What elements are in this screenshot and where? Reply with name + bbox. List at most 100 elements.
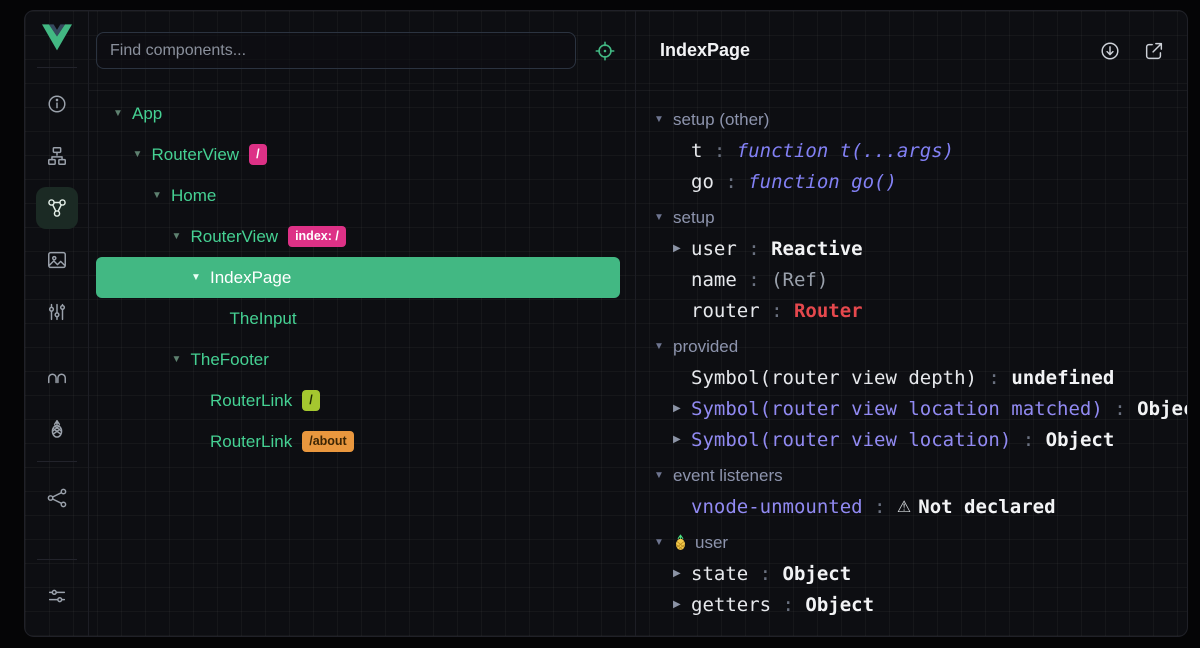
property-key: Symbol(router view location) bbox=[691, 429, 1011, 451]
property-row[interactable]: ▶getters : Object bbox=[636, 589, 1187, 620]
property-row[interactable]: ▶user : Reactive bbox=[636, 233, 1187, 264]
components-graph-icon[interactable] bbox=[36, 187, 78, 229]
property-row: name : (Ref) bbox=[636, 264, 1187, 295]
key-value-separator: : bbox=[748, 563, 782, 585]
inspector-section: ▼setup▶user : Reactivename : (Ref)router… bbox=[636, 202, 1187, 326]
vue-devtools-app: ▼App▼RouterView/▼Home▼RouterViewindex: /… bbox=[24, 10, 1188, 637]
key-value-separator: : bbox=[737, 269, 771, 291]
key-value-separator: : bbox=[1011, 429, 1045, 451]
components-tree-icon[interactable] bbox=[36, 135, 78, 177]
route-badge: / bbox=[249, 144, 266, 165]
expand-arrow-icon[interactable]: ▼ bbox=[191, 272, 210, 283]
scroll-down-icon[interactable] bbox=[1097, 38, 1123, 64]
expand-arrow-icon[interactable]: ▶ bbox=[673, 243, 691, 254]
search-box[interactable] bbox=[96, 32, 576, 69]
route-badge: / bbox=[302, 390, 319, 411]
inspect-target-icon[interactable] bbox=[586, 32, 624, 70]
expand-arrow-icon[interactable]: ▼ bbox=[172, 354, 191, 365]
expand-arrow-icon[interactable]: ▼ bbox=[133, 149, 152, 160]
inspector-title: IndexPage bbox=[660, 40, 750, 61]
property-key: Symbol(router view depth) bbox=[691, 367, 977, 389]
timeline-sliders-icon[interactable] bbox=[36, 291, 78, 333]
section-header[interactable]: ▼setup (other) bbox=[636, 104, 1187, 135]
section-label: user bbox=[695, 533, 728, 553]
route-badge: /about bbox=[302, 431, 354, 452]
pinia-icon[interactable] bbox=[36, 408, 78, 450]
property-value: undefined bbox=[1011, 367, 1114, 389]
property-row[interactable]: ▶Symbol(router view location) : Object bbox=[636, 424, 1187, 455]
component-node-theinput[interactable]: TheInput bbox=[96, 298, 620, 339]
inspector-section: ▼user▶state : Object▶getters : Object bbox=[636, 527, 1187, 620]
hooks-icon[interactable] bbox=[36, 356, 78, 398]
property-row: Symbol(router view depth) : undefined bbox=[636, 362, 1187, 393]
key-value-separator: : bbox=[702, 140, 736, 162]
component-node-routerlink[interactable]: RouterLink/about bbox=[96, 421, 620, 462]
component-node-home[interactable]: ▼Home bbox=[96, 175, 620, 216]
search-input[interactable] bbox=[110, 42, 562, 60]
component-tree: ▼App▼RouterView/▼Home▼RouterViewindex: /… bbox=[89, 91, 635, 636]
section-header[interactable]: ▼event listeners bbox=[636, 460, 1187, 491]
property-key: state bbox=[691, 563, 748, 585]
expand-arrow-icon[interactable]: ▶ bbox=[673, 599, 691, 610]
divider bbox=[37, 559, 77, 560]
section-header[interactable]: ▼setup bbox=[636, 202, 1187, 233]
property-row: router : Router bbox=[636, 295, 1187, 326]
component-name: App bbox=[132, 104, 162, 124]
pinia-store-icon bbox=[673, 534, 688, 551]
expand-arrow-icon[interactable]: ▶ bbox=[673, 434, 691, 445]
property-row: t : function t(...args) bbox=[636, 135, 1187, 166]
graph-icon[interactable] bbox=[36, 477, 78, 519]
info-icon[interactable] bbox=[36, 83, 78, 125]
property-value: Object bbox=[805, 594, 874, 616]
component-node-routerlink[interactable]: RouterLink/ bbox=[96, 380, 620, 421]
key-value-separator: : bbox=[771, 594, 805, 616]
settings-icon[interactable] bbox=[36, 575, 78, 617]
component-tree-panel: ▼App▼RouterView/▼Home▼RouterViewindex: /… bbox=[89, 11, 636, 636]
collapse-arrow-icon: ▼ bbox=[654, 114, 673, 125]
assets-icon[interactable] bbox=[36, 239, 78, 281]
sidebar bbox=[25, 11, 89, 636]
expand-arrow-icon[interactable]: ▼ bbox=[113, 108, 132, 119]
property-key: router bbox=[691, 300, 760, 322]
key-value-separator: : bbox=[714, 171, 748, 193]
section-label: setup bbox=[673, 208, 715, 228]
expand-arrow-icon[interactable]: ▼ bbox=[172, 231, 191, 242]
property-value: function go() bbox=[748, 171, 897, 193]
component-name: RouterLink bbox=[210, 432, 292, 452]
expand-arrow-icon[interactable]: ▶ bbox=[673, 403, 691, 414]
property-row[interactable]: ▶state : Object bbox=[636, 558, 1187, 589]
component-name: TheInput bbox=[230, 309, 297, 329]
property-row: vnode-unmounted : ⚠Not declared bbox=[636, 491, 1187, 522]
component-name: TheFooter bbox=[191, 350, 269, 370]
key-value-separator: : bbox=[737, 238, 771, 260]
divider bbox=[37, 67, 77, 68]
property-key: go bbox=[691, 171, 714, 193]
property-key: vnode-unmounted bbox=[691, 496, 863, 518]
key-value-separator: : bbox=[863, 496, 897, 518]
property-row[interactable]: ▶Symbol(router view location matched) : … bbox=[636, 393, 1187, 424]
collapse-arrow-icon: ▼ bbox=[654, 212, 673, 223]
component-name: RouterView bbox=[191, 227, 279, 247]
section-label: provided bbox=[673, 337, 738, 357]
property-value: Object bbox=[1137, 398, 1187, 420]
section-header[interactable]: ▼user bbox=[636, 527, 1187, 558]
component-node-thefooter[interactable]: ▼TheFooter bbox=[96, 339, 620, 380]
component-name: RouterView bbox=[152, 145, 240, 165]
key-value-separator: : bbox=[1103, 398, 1137, 420]
expand-arrow-icon[interactable]: ▶ bbox=[673, 568, 691, 579]
warning-icon: ⚠ bbox=[897, 497, 911, 516]
state-inspector: ▼setup (other)t : function t(...args)go … bbox=[636, 91, 1187, 636]
component-node-routerview[interactable]: ▼RouterView / bbox=[96, 134, 620, 175]
section-header[interactable]: ▼provided bbox=[636, 331, 1187, 362]
route-badge: index: / bbox=[288, 226, 346, 247]
component-node-app[interactable]: ▼App bbox=[96, 93, 620, 134]
inspector-panel: IndexPage ▼setup (other)t : function t(.… bbox=[636, 11, 1187, 636]
property-key: user bbox=[691, 238, 737, 260]
inspector-section: ▼event listenersvnode-unmounted : ⚠Not d… bbox=[636, 460, 1187, 522]
open-in-editor-icon[interactable] bbox=[1141, 38, 1167, 64]
component-node-indexpage[interactable]: ▼IndexPage bbox=[96, 257, 620, 298]
expand-arrow-icon[interactable]: ▼ bbox=[152, 190, 171, 201]
component-node-routerview[interactable]: ▼RouterView index: / bbox=[96, 216, 620, 257]
property-value: function t(...args) bbox=[737, 140, 954, 162]
tree-header bbox=[89, 11, 635, 91]
